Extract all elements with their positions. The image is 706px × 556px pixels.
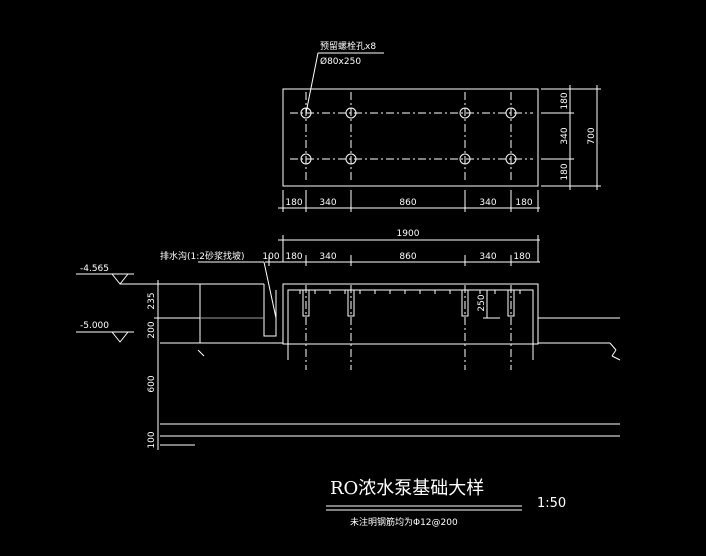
plan-dim-text: 180 [285, 198, 302, 208]
plan-dim-text: 180 [515, 198, 532, 208]
section-overall-dim: 1900 [397, 229, 420, 239]
bolt-hole [505, 153, 517, 165]
drawing-title: RO浓水泵基础大样 [330, 478, 484, 499]
plan-dim-text: 340 [479, 198, 496, 208]
rebar-outline [287, 289, 534, 360]
section-dim-text: 180 [513, 252, 530, 262]
plan-outline [282, 88, 539, 187]
drain-label: 排水沟(1:2砂浆找坡) [160, 250, 245, 262]
section-dim-text: 100 [262, 252, 279, 262]
elevation-text-2: -5.000 [80, 321, 109, 331]
section-vdim-text: 235 [147, 292, 157, 309]
section-vdim-text: 600 [147, 375, 157, 392]
bolt-hole [459, 107, 471, 119]
bolt-holes [300, 107, 517, 165]
drain-channel [263, 284, 277, 337]
section-dim-text: 860 [399, 252, 416, 262]
callout-leader [305, 52, 319, 114]
plan-vdim-text: 340 [560, 127, 570, 144]
drawing-note: 未注明钢筋均为Φ12@200 [350, 516, 458, 528]
drain-leader [263, 261, 277, 319]
title-block: RO浓水泵基础大样 1:50 未注明钢筋均为Φ12@200 [326, 478, 566, 528]
plan-view: 预留螺栓孔x8 Ø80x250 180 340 860 340 180 180 … [278, 40, 601, 212]
section-vdim-text: 200 [147, 321, 157, 338]
foundation-block [282, 283, 539, 345]
section-dim-text: 340 [319, 252, 336, 262]
section-view: 1900 100 180 340 860 340 180 [76, 229, 621, 450]
section-dim-text: 180 [285, 252, 302, 262]
plan-overall-vdim: 700 [587, 127, 597, 144]
elevation-text-1: -4.565 [80, 264, 109, 274]
plan-vdim-text: 180 [560, 92, 570, 109]
callout-text-1: 预留螺栓孔x8 [320, 40, 376, 52]
section-vdim-text: 100 [147, 431, 157, 448]
bolt-hole [345, 153, 357, 165]
plan-dim-text: 860 [399, 198, 416, 208]
section-dim-text: 340 [479, 252, 496, 262]
bolt-depth-text: 250 [477, 294, 487, 311]
bolt-hole [300, 153, 312, 165]
callout-text-2: Ø80x250 [320, 56, 361, 67]
rebar-ticks [299, 290, 521, 294]
bolt-hole [300, 107, 312, 119]
elevation-marker [111, 331, 129, 343]
bolt-sleeves [302, 285, 515, 370]
bolt-hole [345, 107, 357, 119]
drawing-scale: 1:50 [537, 496, 566, 511]
bolt-hole [505, 107, 517, 119]
elevation-marker [111, 273, 129, 285]
plan-vdim-text: 180 [560, 163, 570, 180]
bolt-hole [459, 153, 471, 165]
plan-dim-text: 340 [319, 198, 336, 208]
